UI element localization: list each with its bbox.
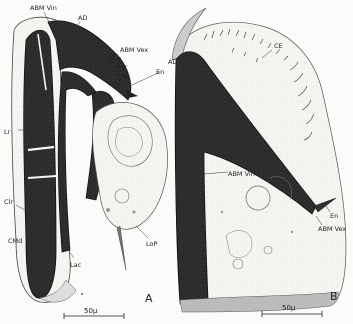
panel-a-letter: A — [145, 292, 153, 305]
a-label-abm-vin: ABM Vin — [30, 4, 57, 12]
a-label-clr: Clr — [4, 198, 13, 206]
a-label-lr: Lr — [4, 128, 11, 136]
panel-b: CE ABM Vin En ABM Vex B 50μ — [172, 8, 346, 317]
a-label-en: En — [156, 68, 164, 76]
b-label-abm-vex: ABM Vex — [318, 225, 346, 233]
panel-a-lop-structure — [93, 102, 168, 229]
panel-b-scale-label: 50μ — [282, 304, 296, 312]
b-label-ce: CE — [274, 42, 283, 50]
a-label-abm-vex: ABM Vex — [120, 46, 148, 54]
a-label-ad-top: AD — [78, 14, 87, 22]
panel-b-letter: B — [330, 290, 338, 303]
panel-a-scale-label: 50μ — [84, 307, 98, 315]
b-label-abm-vin: ABM Vin — [228, 170, 255, 178]
a-label-cmd: CMd — [8, 237, 22, 245]
b-label-en: En — [330, 212, 338, 220]
a-label-lop: LoP — [146, 240, 157, 248]
a-label-lac: Lac — [70, 261, 82, 269]
panel-a-inner-strand — [58, 72, 96, 252]
panel-a-scale-bar: 50μ — [64, 307, 124, 319]
panel-a: ABM Vin AD ABM Vex AD En Lr Clr CMd Lac … — [4, 4, 177, 319]
panel-a-left-column — [24, 30, 56, 298]
